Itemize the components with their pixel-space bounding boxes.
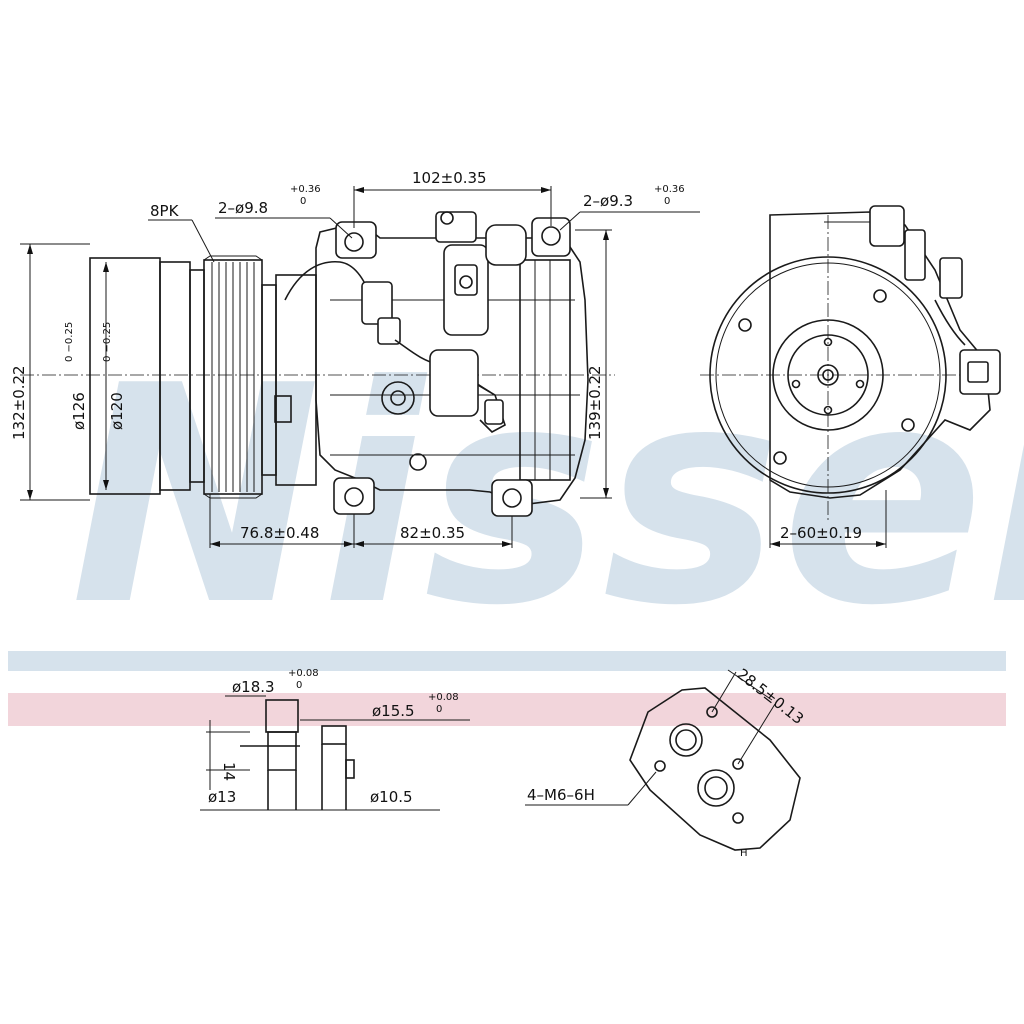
flange-thread-label: 4–M6–6H [527,786,595,804]
pink-stripe [8,693,1006,726]
hole-left-tol-lower: 0 [300,196,306,207]
port-d155-tol-lower: 0 [436,704,442,715]
port-d155-tol-upper: +0.08 [428,692,459,703]
flange-h-label: H [740,848,748,859]
len-mount-label: 82±0.35 [400,524,465,542]
port-d183-tol-lower: 0 [296,680,302,691]
pulley-grooves [203,255,263,499]
port-14-label: 14 [220,762,238,781]
port-d183-label: ø18.3 [232,678,275,696]
side-mount-label: 2–60±0.19 [780,524,862,542]
dia-120-label: ø120 [108,392,126,430]
front-view-dimensions: 132±0.22 ø126 0 −0.25 ø120 0 −0.25 8PK 2… [10,169,700,548]
dia-120-tol: 0 −0.25 [102,322,113,362]
nissens-watermark: Nissens [70,322,1024,671]
hole-right-tol-lower: 0 [664,196,670,207]
hole-left-tol-upper: +0.36 [290,184,321,195]
height-overall-label: 132±0.22 [10,365,28,440]
hole-right-tol-upper: +0.36 [654,184,685,195]
dia-126-label: ø126 [70,392,88,430]
blue-stripe [8,651,1006,671]
port-d183-tol-upper: +0.08 [288,668,319,679]
port-detail: 14 ø18.3 +0.08 0 ø15.5 +0.08 0 ø13 ø10.5 [200,668,470,811]
span-top-label: 102±0.35 [412,169,487,187]
port-d155-label: ø15.5 [372,702,415,720]
height-body-label: 139±0.22 [586,365,604,440]
hole-left-label: 2–ø9.8 [218,199,268,217]
compressor-front-view [20,211,615,517]
belt-label: 8PK [150,202,180,220]
port-d105-label: ø10.5 [370,788,413,806]
dia-126-tol: 0 −0.25 [64,322,75,362]
hole-right-label: 2–ø9.3 [583,192,633,210]
compressor-side-view: 2–60±0.19 [700,205,1001,548]
port-d13-label: ø13 [208,788,236,806]
len-pulley-label: 76.8±0.48 [240,524,319,542]
